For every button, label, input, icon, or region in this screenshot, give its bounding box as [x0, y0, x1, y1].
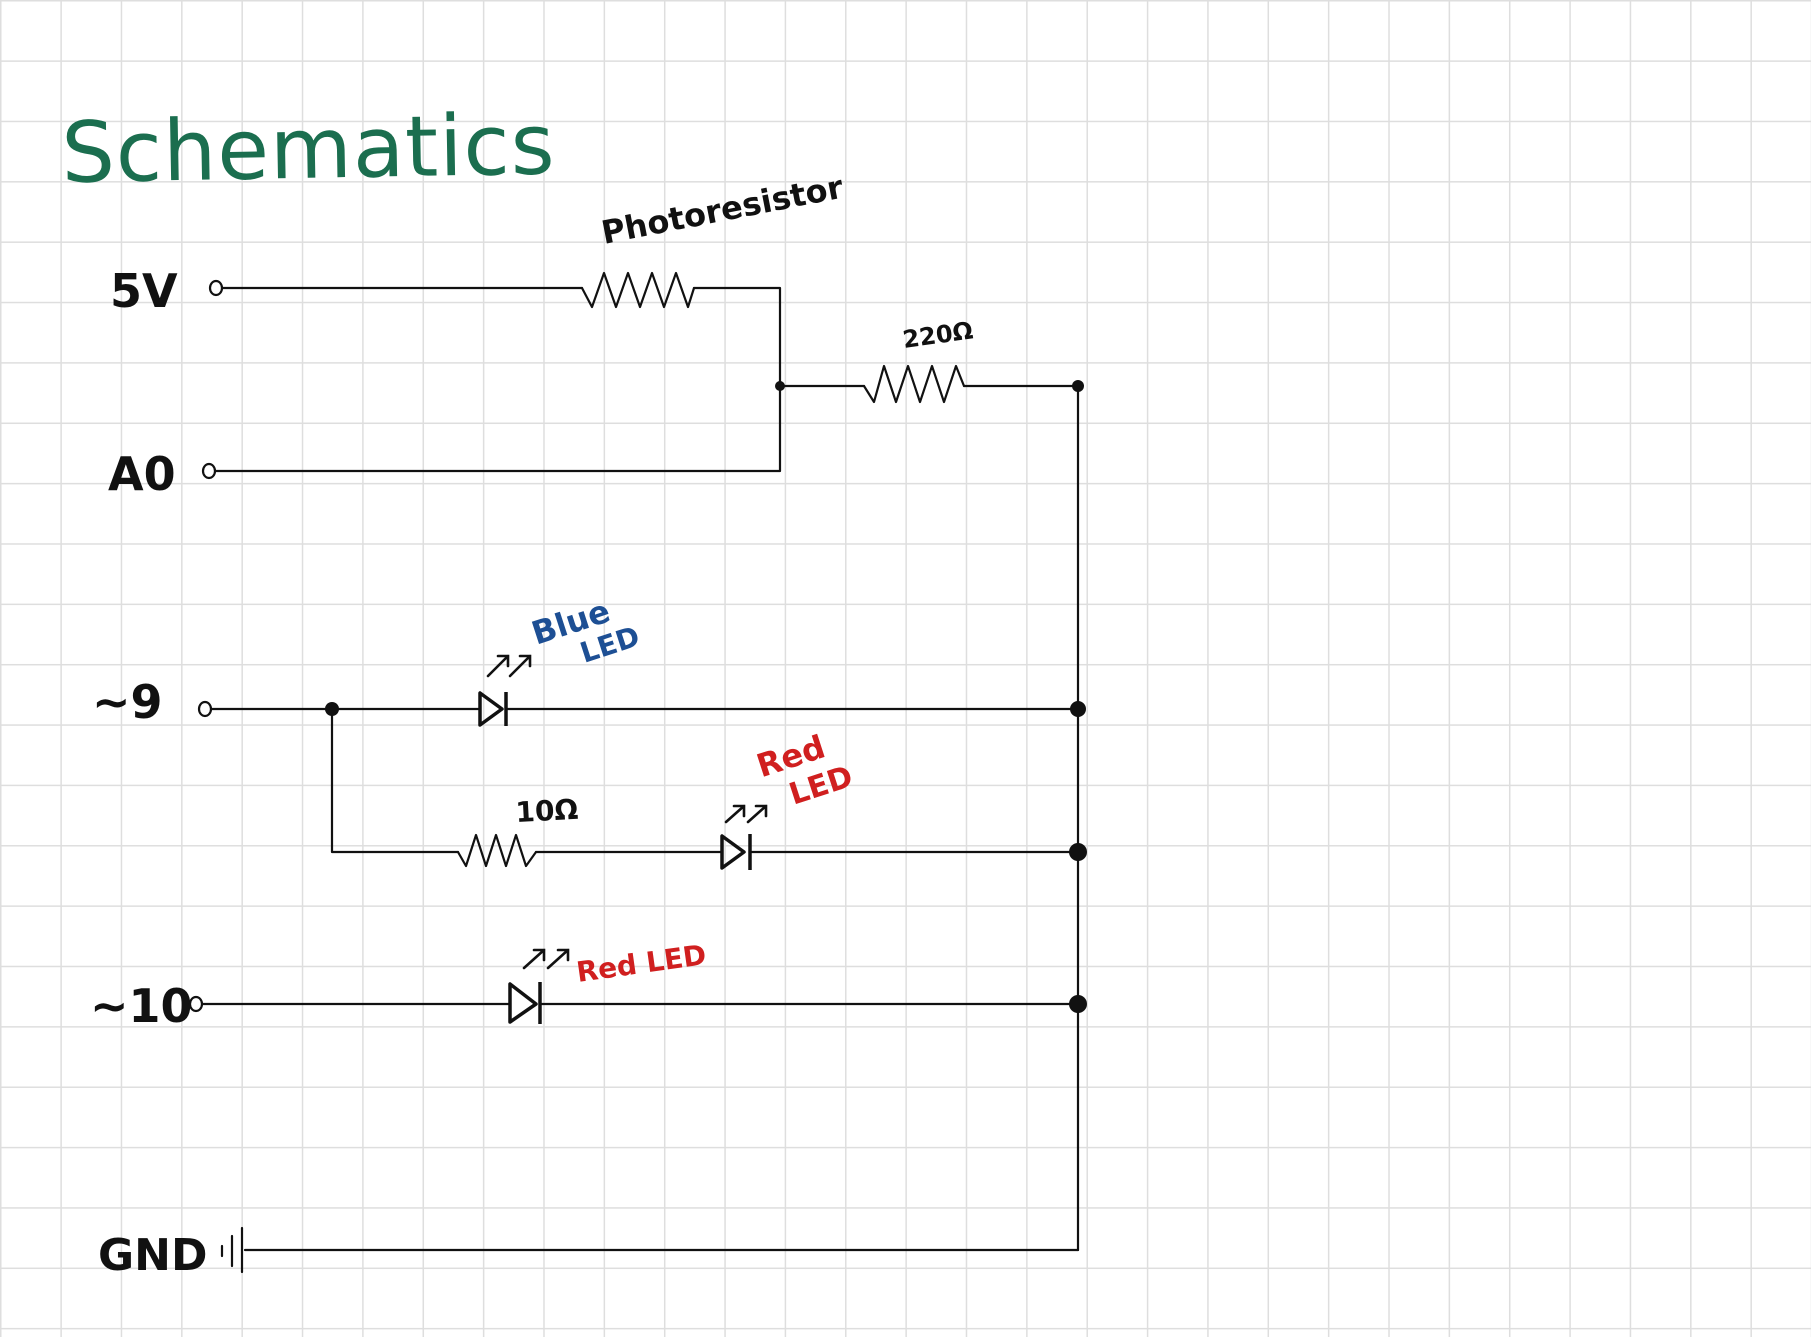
red-led-2-icon — [508, 948, 570, 1024]
terminal-d9-icon — [197, 700, 213, 718]
resistor-10-label: 10Ω — [515, 793, 580, 829]
terminal-d10-icon — [188, 995, 204, 1013]
junction-d9-branch-icon — [325, 702, 339, 716]
resistor-220-label: 220Ω — [901, 316, 975, 354]
pin-label-d9: ~9 — [92, 675, 163, 729]
junction-red-led-2-rail-icon — [1069, 995, 1087, 1013]
junction-red-led-1-rail-icon — [1069, 843, 1087, 861]
pin-label-5v: 5V — [110, 264, 178, 318]
pin-label-d10: ~10 — [90, 979, 193, 1033]
wire-photoresistor-to-node — [692, 286, 782, 388]
pin-label-gnd: GND — [98, 1230, 207, 1281]
terminal-a0-icon — [201, 462, 217, 480]
red-led-2-label: Red LED — [574, 938, 708, 989]
ground-symbol-icon — [220, 1226, 244, 1274]
blue-led-icon — [478, 654, 532, 727]
photoresistor-label: Photoresistor — [598, 168, 846, 252]
resistor-220-zigzag-icon — [862, 364, 966, 404]
wire-a0 — [213, 384, 782, 473]
terminal-5v-icon — [208, 279, 224, 297]
resistor-10-zigzag-icon — [456, 833, 538, 868]
pin-label-a0: A0 — [108, 447, 176, 501]
page-title: Schematics — [61, 95, 557, 202]
blue-led-label: Blue LED — [527, 592, 644, 670]
wire-d9-branch — [330, 707, 460, 854]
junction-blue-led-rail-icon — [1070, 701, 1086, 717]
junction-node-icon — [775, 381, 785, 391]
red-led-1-label: Red LED — [752, 728, 857, 813]
red-led-1-icon — [720, 804, 768, 870]
junction-220-rail-icon — [1072, 380, 1084, 392]
photoresistor-zigzag-icon — [580, 271, 696, 309]
